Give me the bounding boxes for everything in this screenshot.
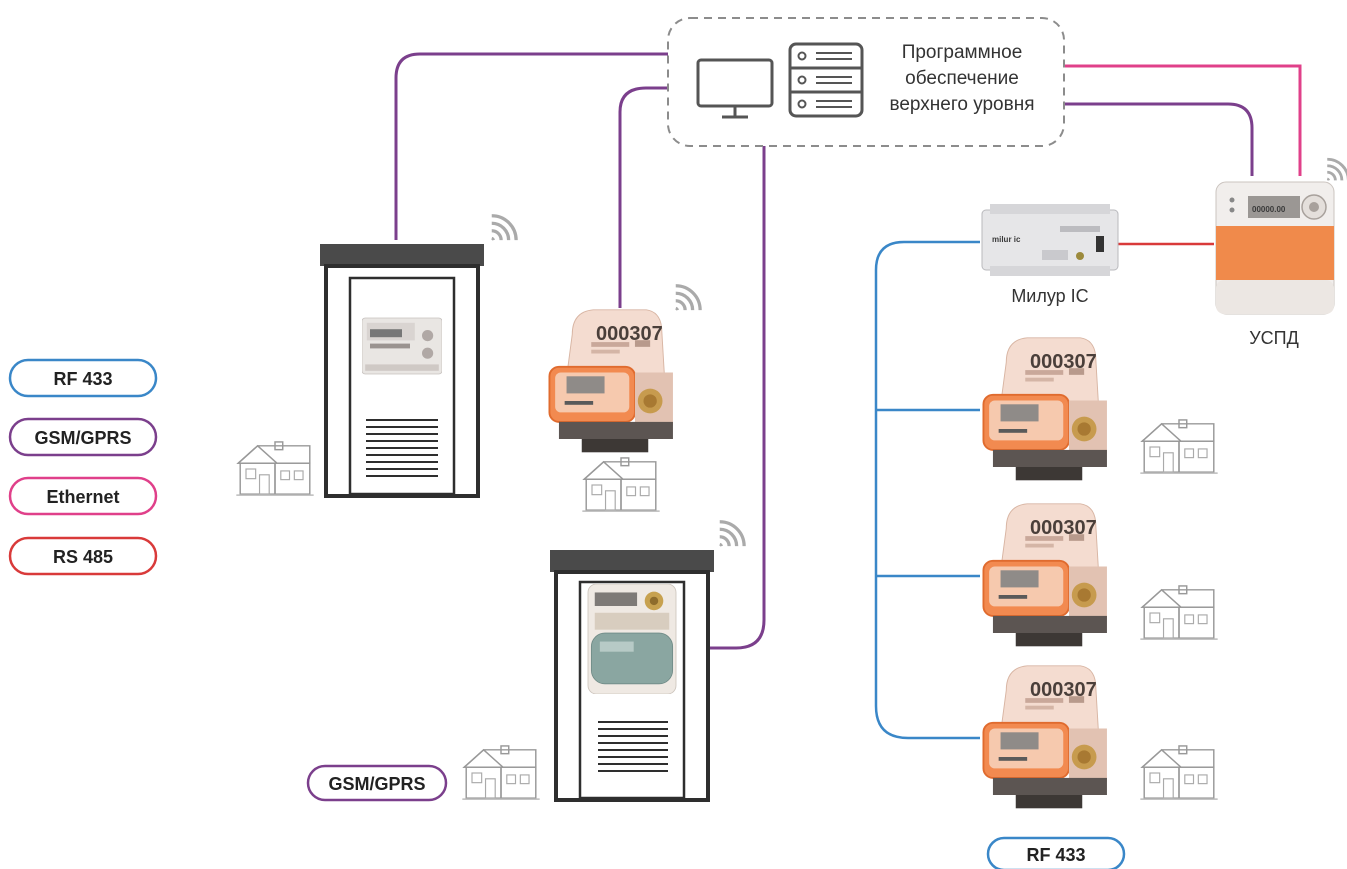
house-icon (1139, 585, 1219, 640)
meter-middle: 000307 (548, 308, 674, 454)
rf433-tag: RF 433 (986, 836, 1126, 869)
milur-brand-text: milur ic (992, 235, 1021, 244)
milur-ic-label: Милур IC (1011, 286, 1088, 306)
server-title-line-2: обеспечение (905, 68, 1019, 89)
meter-cabinet-bottom (550, 550, 714, 802)
wifi-signal-icon (718, 520, 746, 548)
svg-text:GSM/GPRS: GSM/GPRS (34, 428, 131, 448)
house-icon (581, 457, 661, 512)
legend-item-rs485: RS 485 (8, 536, 158, 576)
monitor-icon (696, 58, 774, 119)
meter-number: 000307 (596, 323, 663, 345)
meter-rf-2: 000307 (982, 502, 1108, 648)
milur-ic-device: milur ic (981, 204, 1119, 276)
legend-item-gsm-gprs: GSM/GPRS (8, 417, 158, 457)
cabinet-vent (598, 721, 668, 772)
uspd-label: УСПД (1249, 328, 1299, 348)
legend: RF 433 GSM/GPRS Ethernet RS 485 (8, 358, 158, 576)
uspd-device: 00000.00 (1215, 181, 1335, 315)
server-frame (667, 17, 1065, 147)
gsm-link-meter-middle (618, 86, 668, 308)
house-icon (1139, 419, 1219, 474)
svg-text:Ethernet: Ethernet (46, 487, 119, 507)
gsm-gprs-tag: GSM/GPRS (306, 764, 448, 802)
server-title-line-3: верхнего уровня (889, 94, 1034, 115)
svg-text:RF 433: RF 433 (1026, 845, 1085, 865)
gsm-link-cabinet-left (394, 52, 668, 240)
wifi-signal-icon (490, 214, 518, 242)
cabinet-vent (366, 419, 438, 477)
rf433-bus (874, 240, 980, 740)
house-icon (461, 745, 541, 800)
cabinet-meter (587, 584, 677, 694)
three-phase-meter (362, 317, 442, 375)
meter-number: 000307 (1030, 517, 1097, 539)
wifi-signal-icon (674, 284, 702, 312)
house-icon (1139, 745, 1219, 800)
upper-level-software: Программное обеспечение верхнего уровня (667, 17, 1065, 147)
server-rack-icon (788, 42, 864, 118)
meter-rf-1: 000307 (982, 336, 1108, 482)
gsm-link-uspd (1064, 102, 1254, 176)
meter-cabinet-left (320, 244, 484, 498)
legend-item-rf433: RF 433 (8, 358, 158, 398)
legend-item-ethernet: Ethernet (8, 476, 158, 516)
house-icon (235, 441, 315, 496)
svg-text:RF 433: RF 433 (53, 369, 112, 389)
wifi-signal-icon (1325, 157, 1347, 182)
svg-text:RS 485: RS 485 (53, 547, 113, 567)
ethernet-link-uspd (1064, 64, 1302, 176)
svg-text:GSM/GPRS: GSM/GPRS (328, 774, 425, 794)
meter-rf-3: 000307 (982, 664, 1108, 810)
uspd-screen-text: 00000.00 (1252, 205, 1286, 214)
meter-number: 000307 (1030, 679, 1097, 701)
meter-number: 000307 (1030, 351, 1097, 373)
gsm-link-cabinet-bottom (708, 146, 766, 650)
server-title-line-1: Программное (902, 42, 1023, 63)
